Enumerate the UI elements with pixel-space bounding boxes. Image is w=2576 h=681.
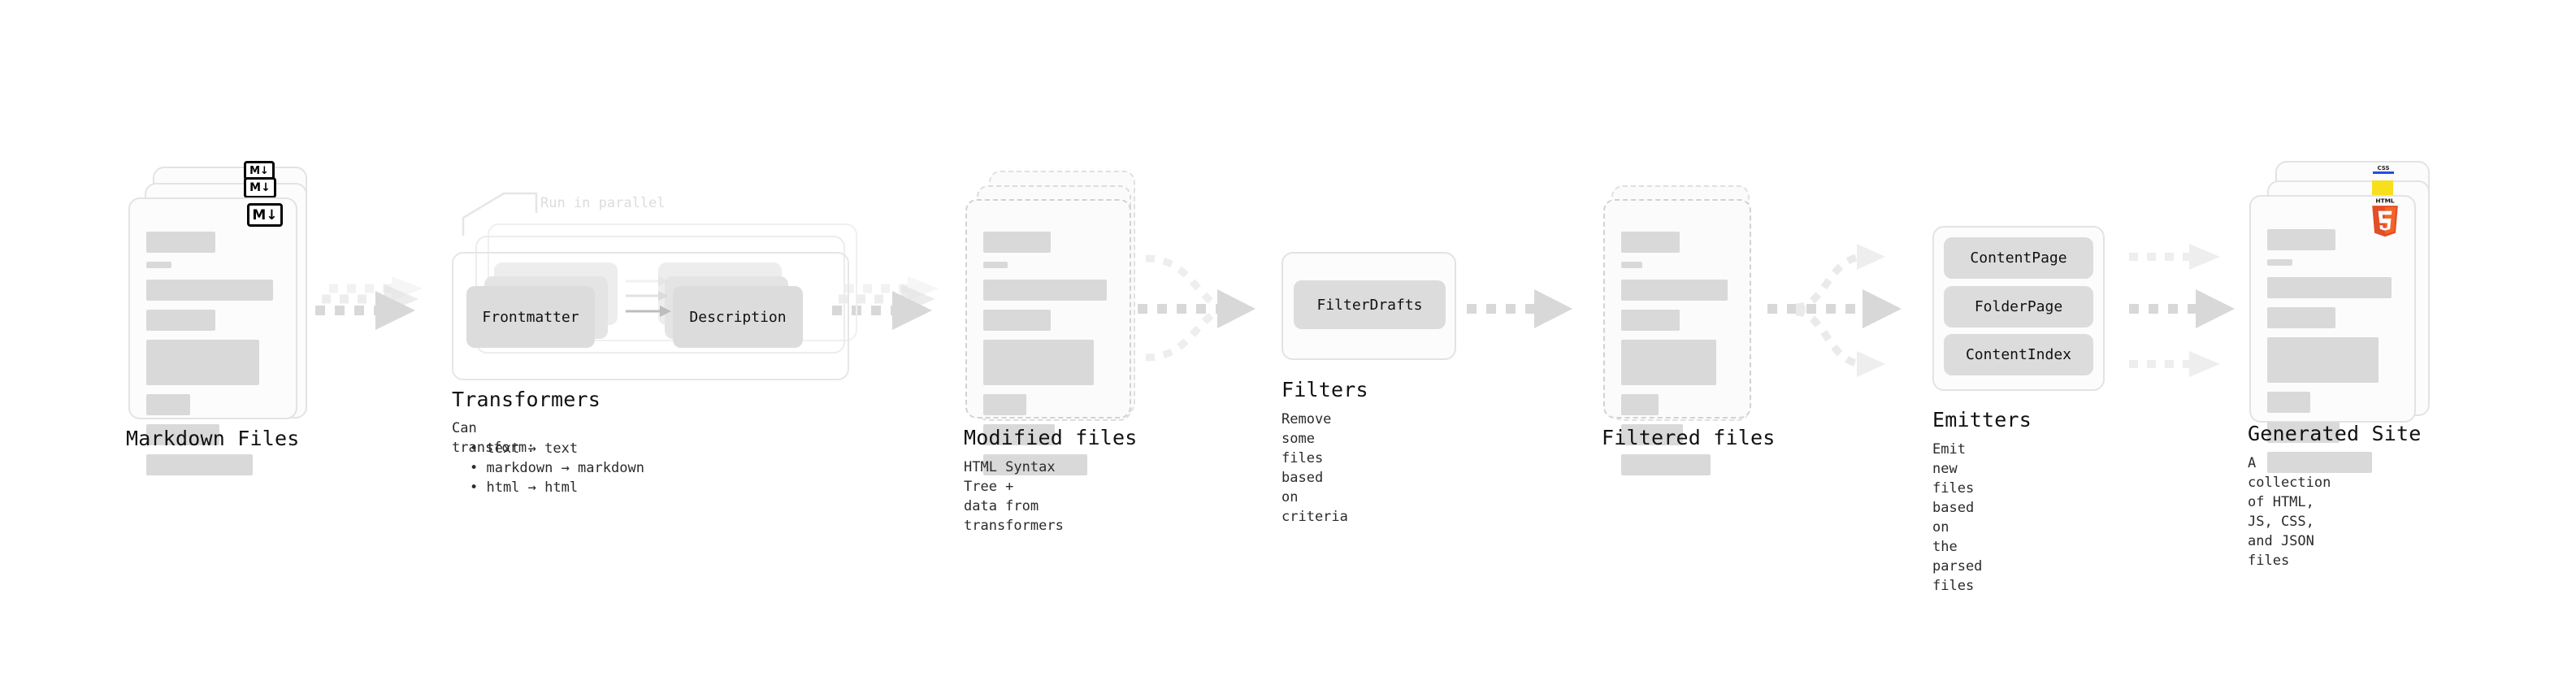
placeholder-bar xyxy=(146,262,172,268)
filtered-card-front xyxy=(1603,199,1751,475)
css-badge-icon: CSS xyxy=(2373,165,2394,174)
modified-card-placeholder-bars xyxy=(983,232,1113,484)
placeholder-bar xyxy=(146,310,216,331)
placeholder-bar xyxy=(983,454,1087,475)
transformer-plugin-frontmatter[interactable]: Frontmatter xyxy=(466,286,595,348)
placeholder-bar xyxy=(983,340,1094,385)
emitter-plugin-contentindex[interactable]: ContentIndex xyxy=(1944,334,2093,375)
filter-plugin-filterdrafts[interactable]: FilterDrafts xyxy=(1294,280,1446,329)
stage-title-filtered-files: Filtered files xyxy=(1602,426,1776,449)
placeholder-bar xyxy=(1621,424,1683,445)
placeholder-bar xyxy=(1621,394,1659,415)
placeholder-bar xyxy=(1621,454,1711,475)
svg-text:HTML: HTML xyxy=(2375,197,2395,204)
transformer-bullet-1: • text → text xyxy=(470,440,579,457)
emitter-plugin-contentpage[interactable]: ContentPage xyxy=(1944,237,2093,279)
js-badge-icon xyxy=(2372,180,2393,197)
stage-title-generated-site: Generated Site xyxy=(2248,422,2422,445)
markdown-card-front xyxy=(128,197,297,475)
stage-subtitle-modified-files: HTML Syntax Tree + data from transformer… xyxy=(964,459,1064,534)
placeholder-bar xyxy=(983,394,1026,415)
placeholder-bar xyxy=(1621,232,1680,253)
stage-subtitle-generated-site: A collection of HTML, JS, CSS, and JSON … xyxy=(2248,455,2331,569)
markdown-card-placeholder-bars xyxy=(146,232,280,484)
emitter-plugin-folderpage[interactable]: FolderPage xyxy=(1944,286,2093,327)
stage-title-emitters: Emitters xyxy=(1932,408,2032,432)
stage-subtitle-transformers: Can transform: xyxy=(452,420,536,456)
placeholder-bar xyxy=(146,424,220,445)
placeholder-bar xyxy=(1621,262,1643,268)
placeholder-bar xyxy=(1621,280,1728,301)
placeholder-bar xyxy=(2267,452,2372,473)
placeholder-bar xyxy=(2267,392,2311,413)
html5-badge-icon: HTML xyxy=(2372,197,2398,237)
placeholder-bar xyxy=(2267,259,2292,266)
placeholder-bar xyxy=(1621,340,1717,385)
placeholder-bar xyxy=(2267,337,2379,383)
stage-title-modified-files: Modified files xyxy=(964,426,1138,449)
stage-title-filters: Filters xyxy=(1281,378,1368,401)
placeholder-bar xyxy=(146,340,260,385)
stage-subtitle-emitters: Emit new files based on the parsed files xyxy=(1932,441,1983,594)
arrow-emitters-to-site xyxy=(2129,244,2235,377)
placeholder-bar xyxy=(146,280,273,301)
transformer-plugin-description[interactable]: Description xyxy=(673,286,803,348)
run-in-parallel-annotation: Run in parallel xyxy=(540,195,666,211)
stage-subtitle-filters: Remove some files based on criteria xyxy=(1281,411,1348,525)
site-card-placeholder-bars xyxy=(2267,229,2398,482)
placeholder-bar xyxy=(983,262,1008,268)
transformer-bullet-2: • markdown → markdown xyxy=(470,460,644,476)
placeholder-bar xyxy=(2267,422,2340,443)
arrow-filters-to-filtered xyxy=(1467,289,1572,328)
arrow-filtered-to-emitters xyxy=(1767,244,1902,377)
transformer-bullet-3: • html → html xyxy=(470,479,579,496)
markdown-badge-icon-back-1: M↓ xyxy=(244,177,276,198)
placeholder-bar xyxy=(146,394,191,415)
placeholder-bar xyxy=(983,310,1052,331)
placeholder-bar xyxy=(2267,277,2392,298)
filtered-card-placeholder-bars xyxy=(1621,232,1733,484)
stage-title-transformers: Transformers xyxy=(452,388,601,411)
transformers-frame-front xyxy=(452,252,849,380)
placeholder-bar xyxy=(983,424,1055,445)
placeholder-bar xyxy=(146,232,216,253)
placeholder-bar xyxy=(2267,307,2335,328)
modified-card-front xyxy=(965,199,1131,475)
site-card-front xyxy=(2249,195,2416,473)
markdown-badge-icon: M↓ xyxy=(247,203,283,227)
placeholder-bar xyxy=(983,280,1107,301)
stage-title-markdown-files: Markdown Files xyxy=(126,427,300,450)
transformers-bullets: • text → text • markdown → markdown • ht… xyxy=(460,439,644,497)
arrow-modified-to-filters xyxy=(1138,254,1255,362)
arrow-markdown-to-transformers xyxy=(315,276,423,330)
placeholder-bar xyxy=(2267,229,2335,250)
transformer-internal-arrows xyxy=(626,276,671,317)
placeholder-bar xyxy=(983,232,1052,253)
placeholder-bar xyxy=(1621,310,1680,331)
placeholder-bar xyxy=(146,454,254,475)
